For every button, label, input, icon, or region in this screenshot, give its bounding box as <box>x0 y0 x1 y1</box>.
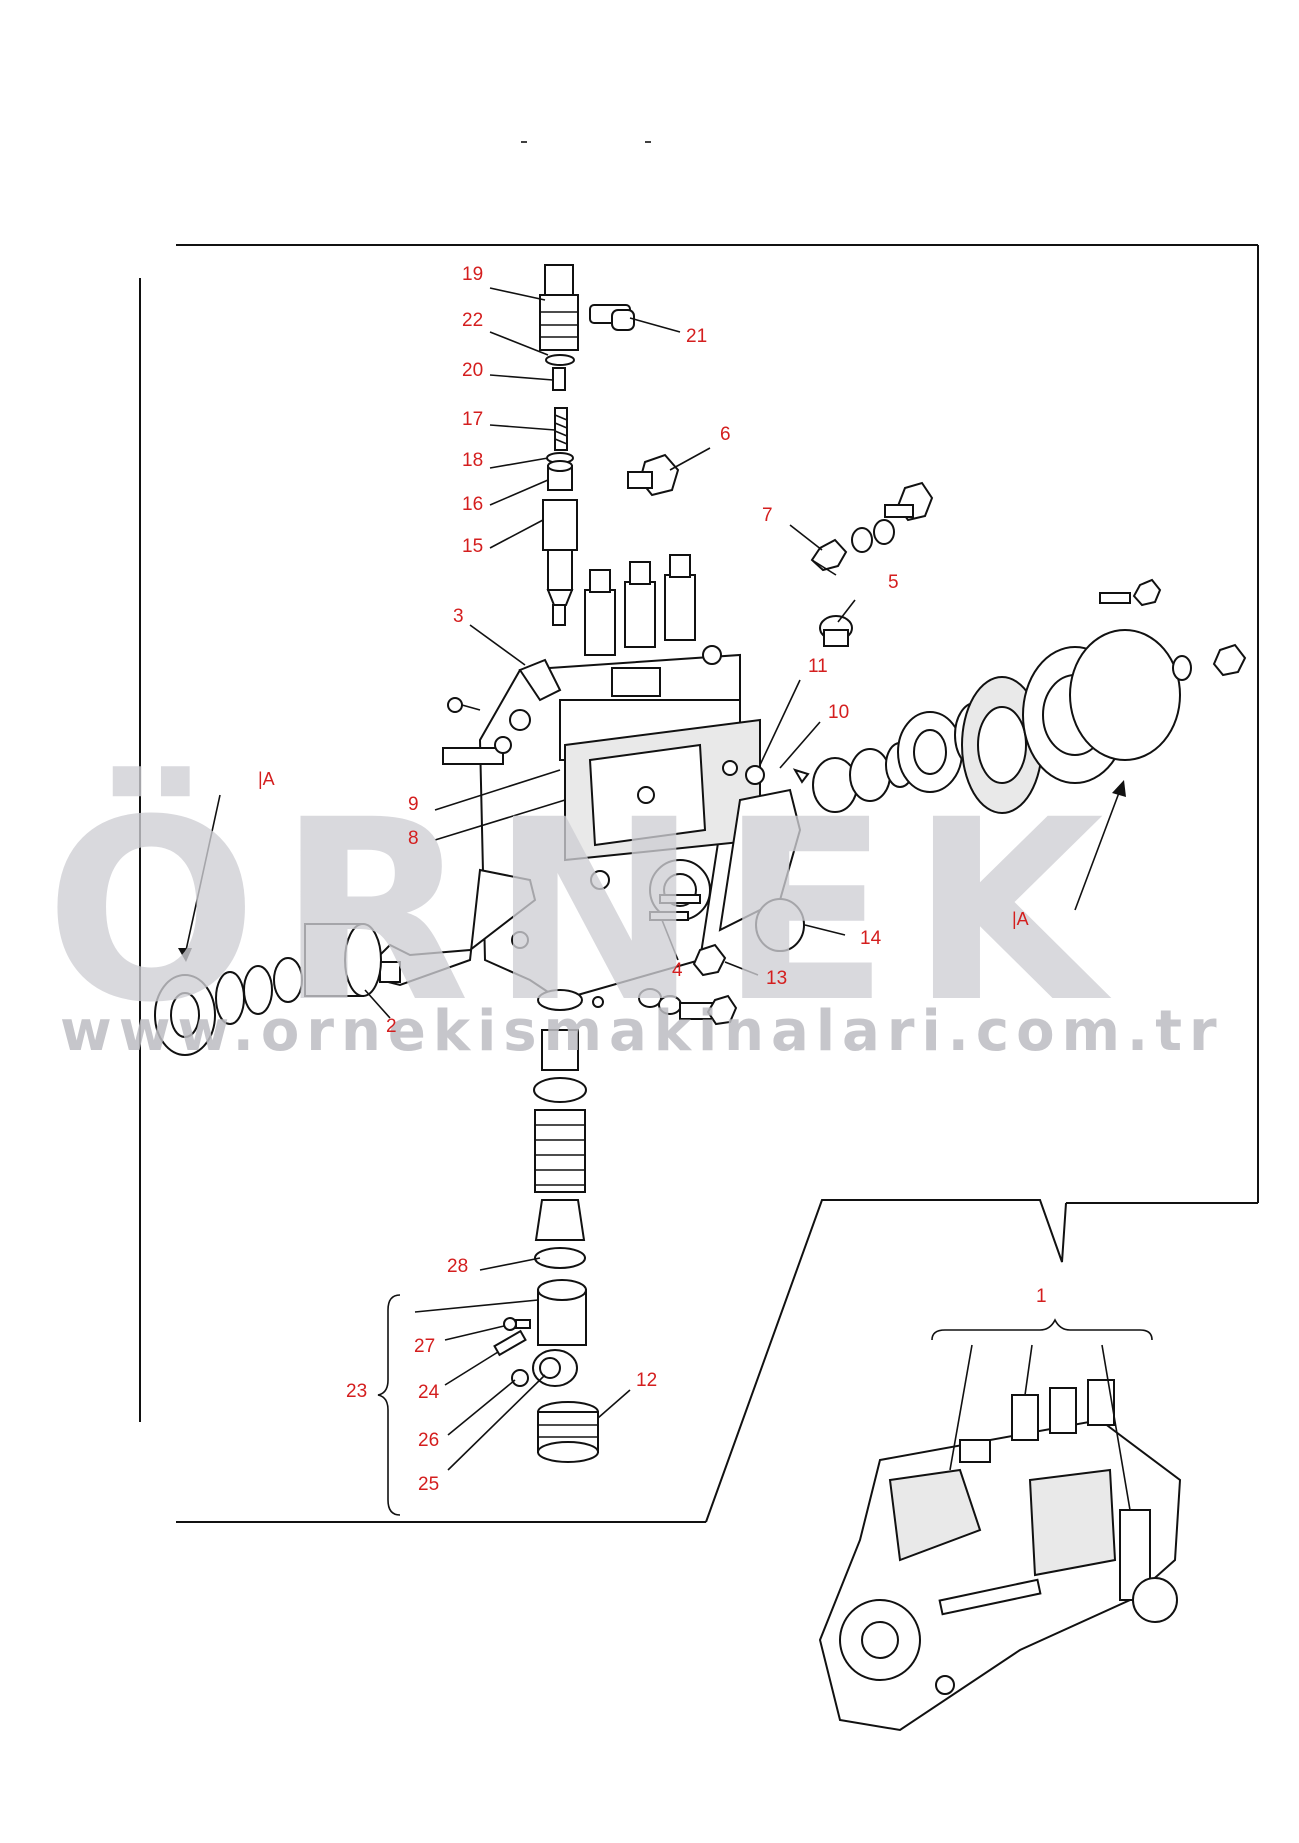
shim-ring-3 <box>215 971 245 1025</box>
roller-bushing-26 <box>511 1369 529 1387</box>
diagram-frame <box>139 244 1259 1523</box>
callout-27: 27 <box>414 1336 435 1357</box>
brace-1 <box>931 1318 1153 1341</box>
tappet-23 <box>537 1279 587 1346</box>
plunger <box>552 604 566 626</box>
view-arrow-left <box>178 794 221 962</box>
delivery-valve-holders-top <box>584 554 696 697</box>
nut-right <box>1212 643 1247 677</box>
callout-3: 3 <box>453 606 464 627</box>
callout-15: 15 <box>462 536 483 557</box>
callout-12: 12 <box>636 1370 657 1391</box>
callout-8: 8 <box>408 828 419 849</box>
plunger-spring <box>534 1109 586 1193</box>
governor-cover-5 <box>819 615 853 647</box>
leader-lines <box>364 287 1131 1511</box>
callout-7: 7 <box>762 505 773 526</box>
holder-gasket <box>545 354 575 366</box>
washer-7b <box>873 519 895 545</box>
shim-28 <box>534 1247 586 1269</box>
callout-5: 5 <box>888 572 899 593</box>
fitting-clip-21 <box>589 304 635 331</box>
watermark-url: www.ornekismakinalari.com.tr <box>60 999 1224 1064</box>
callout-6: 6 <box>720 424 731 445</box>
screw-and-bracket <box>442 697 512 765</box>
valve-seat <box>547 460 573 491</box>
callout-25: 25 <box>418 1474 439 1495</box>
key-10 <box>792 768 810 784</box>
control-sleeve-top <box>537 989 604 1011</box>
callout-1: 1 <box>1036 1286 1047 1307</box>
callout-labels: 19 22 21 20 17 6 18 16 7 15 5 3 11 10 9 … <box>346 264 1047 1495</box>
camshaft <box>379 868 537 987</box>
stud-4 <box>649 894 701 921</box>
callout-9: 9 <box>408 794 419 815</box>
lower-spring-seat <box>534 1199 586 1241</box>
callout-28: 28 <box>447 1256 468 1277</box>
delivery-valve-spring <box>554 407 568 451</box>
callout-21: 21 <box>686 326 707 347</box>
plug-12 <box>537 1401 599 1463</box>
bolt-7 <box>810 538 848 576</box>
tappet-pin-24 <box>493 1329 527 1357</box>
nut-washer-right <box>1172 655 1192 681</box>
callout-26: 26 <box>418 1430 439 1451</box>
o-ring-right <box>1069 629 1181 761</box>
callout-17: 17 <box>462 409 483 430</box>
watermark: ÖRNEK www.ornekismakinalari.com.tr <box>45 766 1224 1064</box>
delivery-valve <box>552 367 566 391</box>
nut-13 <box>692 943 727 977</box>
flange-bolt <box>1099 578 1162 607</box>
callout-13: 13 <box>766 968 787 989</box>
upper-spring-seat <box>533 1077 587 1103</box>
flange-gasket <box>961 676 1043 814</box>
plunger-barrel <box>542 499 578 606</box>
brace-23 <box>377 1294 401 1516</box>
view-label-right: |A <box>1012 909 1029 929</box>
callout-10: 10 <box>828 702 849 723</box>
ball-bearing-right <box>897 711 963 793</box>
ball-bearing-left <box>154 974 216 1056</box>
callout-2: 2 <box>386 1016 397 1037</box>
delivery-valve-holder <box>539 264 579 351</box>
banjo-bolt-6 <box>627 453 680 497</box>
callout-23: 23 <box>346 1381 367 1402</box>
assembled-pump-1 <box>818 1379 1182 1732</box>
callout-24: 24 <box>418 1382 440 1403</box>
callout-20: 20 <box>462 360 483 381</box>
callout-14: 14 <box>860 928 882 949</box>
nuts-11 <box>722 760 765 785</box>
control-sleeve <box>541 1029 579 1071</box>
callout-16: 16 <box>462 494 483 515</box>
callout-19: 19 <box>462 264 483 285</box>
callout-11: 11 <box>808 656 828 677</box>
watermark-brand: ÖRNEK <box>45 766 1124 1057</box>
callout-22: 22 <box>462 310 483 331</box>
tappet-screw-27 <box>503 1317 531 1331</box>
o-ring-14 <box>755 898 805 952</box>
callout-4: 4 <box>672 960 683 981</box>
bolt-7-head <box>884 481 934 522</box>
shim-ring-1 <box>273 957 303 1003</box>
view-arrow-right <box>1074 780 1126 911</box>
ring-set-right <box>812 742 915 813</box>
washer-7a <box>851 527 873 553</box>
view-label-left: |A <box>258 769 275 789</box>
callout-18: 18 <box>462 450 483 471</box>
screw-washers-lower <box>638 988 738 1026</box>
bearing-housing-2 <box>304 923 382 997</box>
